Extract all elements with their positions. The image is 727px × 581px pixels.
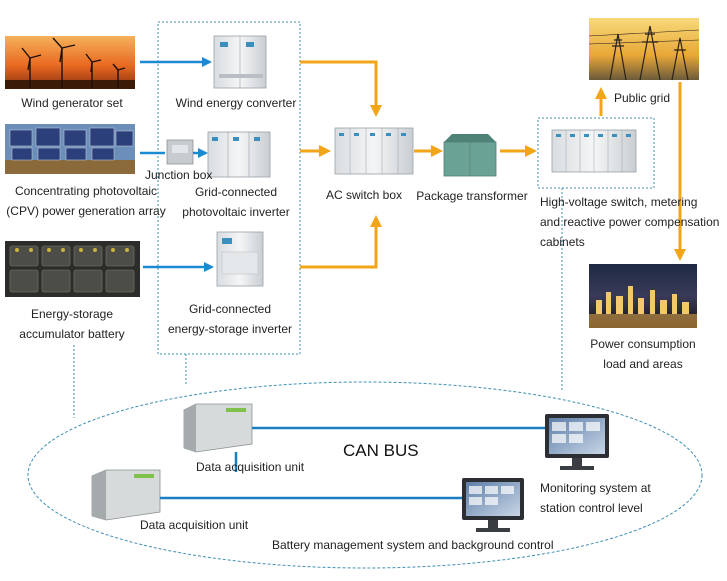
can-bus-label: CAN BUS [343,441,419,460]
transformer-label: Package transformer [416,189,528,203]
cpv-label-line2: (CPV) power generation array [6,204,166,218]
ac-switch-label: AC switch box [325,188,403,202]
junction-box-device [166,139,194,165]
monitoring-label-line1: Monitoring system at [540,481,651,495]
bms-monitor [462,478,524,532]
monitoring-monitor [545,414,609,470]
can-bus-ellipse [27,381,703,569]
battery-label-line2: accumulator battery [19,327,125,341]
pv-inverter-cabinet [207,131,271,178]
wind-generator-label: Wind generator set [21,96,123,110]
cpv-label-line1: Concentrating photovoltaic [14,184,158,198]
pv-inverter-label-line1: Grid-connected [194,185,278,199]
ac-switch-box [334,127,414,175]
hv-group-frame [537,117,655,189]
battery-photo [5,241,140,297]
public-grid-photo [588,18,700,81]
storage-inverter-label-line1: Grid-connected [188,302,272,316]
arrow-converter-to-ac-switch [300,60,382,117]
junction-box-label: Junction box [145,168,213,182]
hv-switch-label-line3: cabinets [540,235,585,249]
hv-switch-label-line2: and reactive power compensation [540,215,720,229]
arrow-storage-to-ac-switch [300,215,382,269]
daq-lower-label: Data acquisition unit [140,518,249,532]
consumption-label-line1: Power consumption [590,337,696,351]
cpv-array-photo [5,124,135,174]
storage-inverter-label-line2: energy-storage inverter [167,322,293,336]
hv-switch-label-line1: High-voltage switch, metering [540,195,698,209]
consumption-photo [589,264,697,328]
daq-upper-label: Data acquisition unit [196,460,305,474]
bms-label: Battery management system and background… [272,538,554,552]
wind-converter-label: Wind energy converter [175,96,297,110]
wind-generator-photo [5,36,135,89]
monitoring-label-line2: station control level [540,501,643,515]
daq-unit-upper [183,403,253,453]
consumption-label-line2: load and areas [603,357,683,371]
daq-unit-lower [91,469,161,521]
storage-inverter-cabinet [216,231,264,287]
converter-group-frame [157,21,301,355]
package-transformer [443,134,497,177]
public-grid-label: Public grid [613,91,671,105]
wind-converter-cabinet [213,35,267,89]
hv-switch-cabinets [551,129,637,173]
battery-label-line1: Energy-storage [30,307,114,321]
pv-inverter-label-line2: photovoltaic inverter [182,205,290,219]
